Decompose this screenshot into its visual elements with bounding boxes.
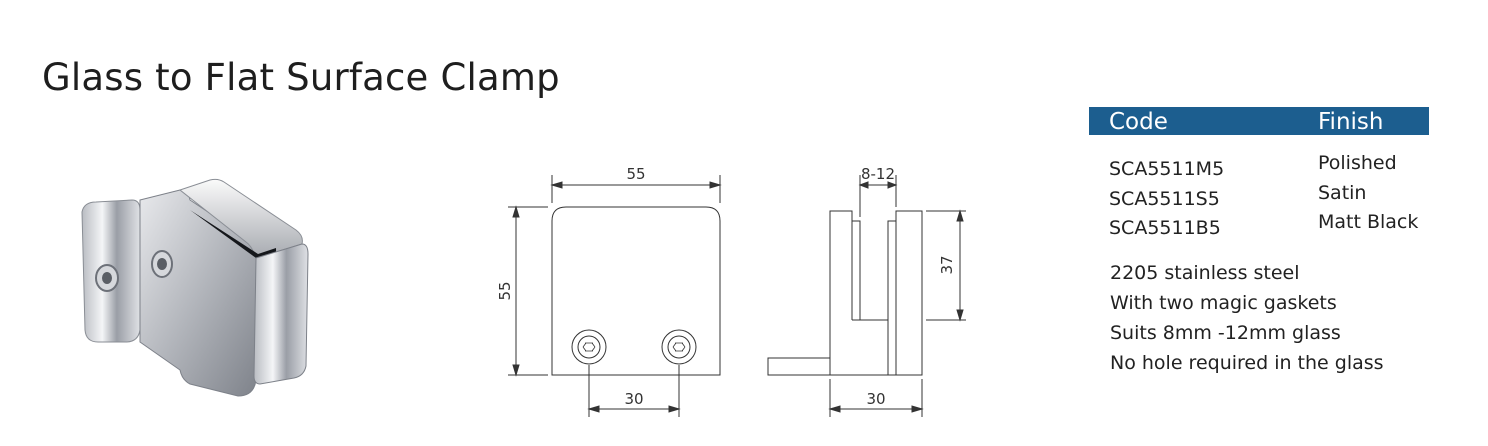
list-item: No hole required in the glass — [1110, 352, 1384, 374]
side-view-drawing: 8-12 37 30 — [767, 165, 966, 417]
finish-column-header: Finish — [1318, 109, 1384, 135]
height-dimension-label: 55 — [496, 281, 514, 300]
code-column-header: Code — [1109, 109, 1168, 135]
feature-list: 2205 stainless steel With two magic gask… — [1110, 260, 1384, 380]
glass-range-dimension-label: 8-12 — [861, 165, 895, 183]
width-dimension-label: 55 — [626, 165, 645, 183]
table-row: SCA5511S5 Satin — [1089, 182, 1429, 212]
product-code: SCA5511M5 — [1109, 158, 1225, 180]
spec-table-header: Code Finish — [1089, 107, 1429, 135]
list-item: 2205 stainless steel — [1110, 262, 1300, 284]
product-photo — [81, 178, 309, 397]
base-dimension-label: 30 — [866, 390, 885, 408]
list-item: With two magic gaskets — [1110, 292, 1337, 314]
product-finish: Satin — [1318, 181, 1367, 204]
spec-table: Code Finish SCA5511M5 Polished SCA5511S5… — [1089, 107, 1429, 241]
product-finish: Matt Black — [1318, 211, 1419, 233]
list-item: Suits 8mm -12mm glass — [1110, 322, 1341, 344]
table-row: SCA5511M5 Polished — [1089, 152, 1429, 182]
depth-dimension-label: 37 — [938, 255, 956, 274]
product-title: Glass to Flat Surface Clamp — [42, 56, 560, 99]
spec-table-body: SCA5511M5 Polished SCA5511S5 Satin SCA55… — [1089, 152, 1429, 241]
table-row: SCA5511B5 Matt Black — [1089, 211, 1429, 241]
front-view-drawing: 55 55 30 — [496, 165, 722, 417]
hole-spacing-dimension-label: 30 — [624, 390, 643, 408]
product-finish: Polished — [1318, 152, 1397, 174]
product-code: SCA5511S5 — [1109, 187, 1220, 210]
product-code: SCA5511B5 — [1109, 217, 1221, 239]
